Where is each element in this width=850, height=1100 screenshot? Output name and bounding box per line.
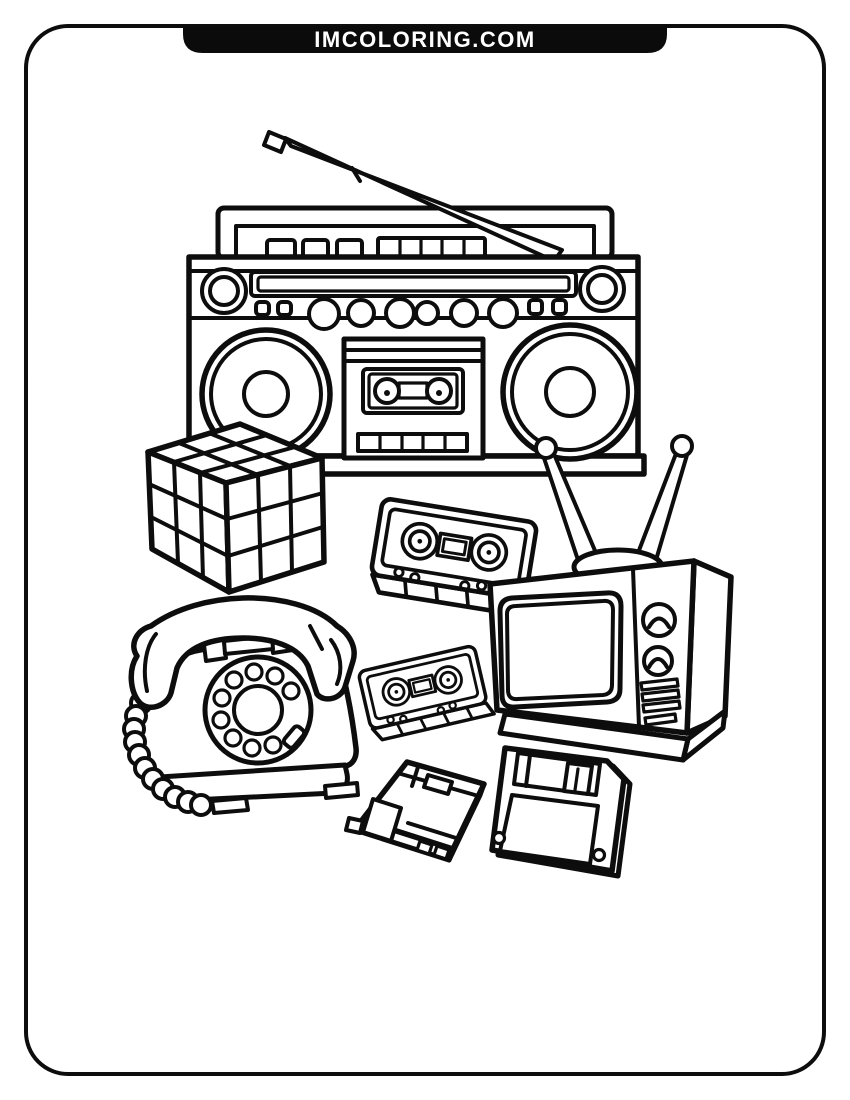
rubiks-cube-illustration — [145, 421, 327, 595]
deck-buttons — [356, 432, 469, 453]
site-banner: IMCOLORING.COM — [183, 26, 667, 53]
floppy-disk-right — [489, 745, 633, 879]
rotary-phone-illustration — [122, 595, 360, 817]
boombox-corner-dial-left — [200, 267, 248, 315]
floppy-left-shutter — [399, 765, 477, 797]
phone-foot-right — [323, 781, 360, 800]
tv-base — [497, 711, 691, 763]
boombox-corner-dial-right — [578, 265, 626, 313]
floppy-right-label — [498, 793, 600, 866]
cube-right-face — [223, 455, 327, 595]
boombox-knob-row — [254, 297, 568, 331]
floppy-disk-left — [344, 759, 487, 863]
phone-handset — [128, 595, 357, 710]
boombox-illustration — [179, 130, 647, 477]
cube-grid-lines — [147, 431, 325, 584]
boombox-cassette-deck — [341, 336, 486, 461]
boombox-speaker-right — [500, 322, 640, 462]
phone-rotary-dial — [202, 654, 314, 766]
phone-foot-left — [210, 796, 250, 815]
tv-vents — [639, 677, 682, 727]
boombox-antenna — [262, 130, 564, 263]
crt-tv-illustration — [487, 434, 734, 763]
floppy-right-shutter — [512, 751, 602, 797]
tv-knob-upper — [641, 602, 677, 638]
dial-finger-stop — [281, 724, 307, 750]
banner-pill — [183, 26, 667, 53]
tv-knob-lower — [642, 645, 674, 677]
floppy-left-label — [361, 797, 403, 843]
dial-finger-holes — [211, 662, 301, 758]
cassette-tape-lower — [356, 642, 496, 744]
site-title: IMCOLORING.COM — [314, 27, 535, 52]
tv-screen — [497, 590, 624, 710]
